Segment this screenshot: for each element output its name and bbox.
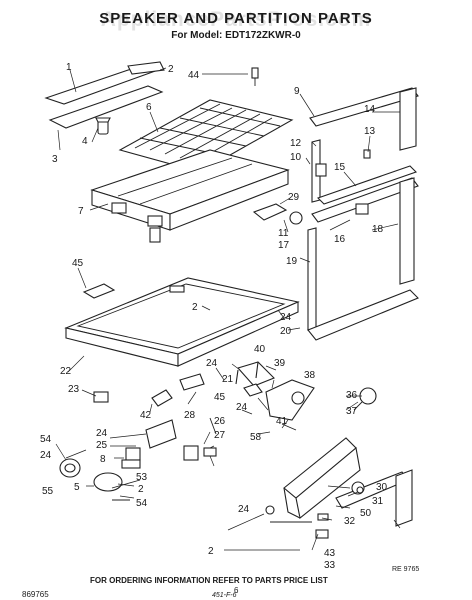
callout-8: 8 <box>100 454 106 465</box>
callout-37: 38 <box>304 370 316 381</box>
part-bottom-bracket <box>265 437 413 539</box>
page-number: 6 <box>234 586 239 595</box>
part-rail-top <box>44 61 165 129</box>
ordering-note: FOR ORDERING INFORMATION REFER TO PARTS … <box>90 576 328 585</box>
callout-27: 27 <box>214 430 226 441</box>
callout-14: 14 <box>364 104 376 115</box>
callout-25: 25 <box>96 440 108 451</box>
callout-28: 28 <box>184 410 196 421</box>
callout-9: 9 <box>294 86 300 97</box>
callout-36: 37 <box>346 406 358 417</box>
part-damper-knob <box>95 117 111 135</box>
leader-lines <box>55 67 401 551</box>
callout-54: 54 <box>136 498 148 509</box>
callout-35: 36 <box>346 390 358 401</box>
callout-6: 6 <box>146 102 152 113</box>
callout-24b: 24 <box>206 358 218 369</box>
part-bracket-29 <box>252 203 303 225</box>
part-screw-42 <box>251 67 259 86</box>
callout-39: 40 <box>254 344 266 355</box>
callout-15: 15 <box>334 162 346 173</box>
callout-45: 45 <box>72 258 84 269</box>
part-grille-45 <box>82 283 116 299</box>
part-control-assembly <box>179 361 297 461</box>
callout-44: 43 <box>324 548 336 559</box>
callout-7: 7 <box>78 206 84 217</box>
callout-19: 19 <box>286 256 298 267</box>
diagram-title: SPEAKER AND PARTITION PARTS <box>99 10 373 27</box>
model-number: For Model: EDT172ZKWR-0 <box>171 30 301 41</box>
callout-16: 16 <box>334 234 346 245</box>
part-floor-tray <box>64 277 300 367</box>
callout-10: 10 <box>290 152 302 163</box>
callout-24c: 24 <box>236 402 248 413</box>
callout-1: 1 <box>66 62 72 73</box>
part-bulb <box>353 387 377 411</box>
callout-24d: 24 <box>96 428 108 439</box>
callout-22: 22 <box>60 366 72 377</box>
callout-24f: 24 <box>238 504 250 515</box>
callout-55: 55 <box>42 486 54 497</box>
callout-21: 21 <box>222 374 234 385</box>
callout-17: 17 <box>278 240 290 251</box>
part-light-assembly <box>59 389 177 501</box>
callout-13: 13 <box>364 126 376 137</box>
callout-4: 4 <box>82 136 88 147</box>
callout-42: 44 <box>188 70 200 81</box>
callout-2: 2 <box>168 64 174 75</box>
callout-33: 33 <box>324 560 336 571</box>
callout-38: 39 <box>274 358 286 369</box>
callout-40: 41 <box>276 416 288 427</box>
callout-29: 29 <box>288 192 300 203</box>
callout-18: 18 <box>372 224 384 235</box>
callout-24e: 24 <box>40 450 52 461</box>
part-shelf-grid <box>118 99 294 173</box>
part-side-frame <box>307 87 419 341</box>
callout-2b: 2 <box>192 302 198 313</box>
handwritten-note: 451-F-6 <box>212 592 237 599</box>
callout-26: 26 <box>214 416 226 427</box>
callout-32: 32 <box>344 516 356 527</box>
callout-31: 31 <box>372 496 384 507</box>
part-partition <box>90 149 290 243</box>
callout-20: 20 <box>280 326 292 337</box>
callout-43: 45 <box>214 392 226 403</box>
callout-52: 54 <box>40 434 52 445</box>
callout-2c: 2 <box>138 484 144 495</box>
callout-41: 42 <box>140 410 152 421</box>
callout-58: 58 <box>250 432 262 443</box>
callout-5: 5 <box>74 482 80 493</box>
figure-code: RE 9765 <box>392 566 420 573</box>
catalog-code: 869765 <box>22 590 49 599</box>
callout-12: 12 <box>290 138 302 149</box>
callout-numbers: 1 2 3 4 6 7 44 9 14 13 12 10 15 29 11 17… <box>40 62 388 571</box>
callout-2d: 2 <box>208 546 214 557</box>
callout-50: 50 <box>360 508 372 519</box>
callout-53: 53 <box>136 472 148 483</box>
callout-3: 3 <box>52 154 58 165</box>
callout-23: 23 <box>68 384 80 395</box>
callout-30: 30 <box>376 482 388 493</box>
part-housing-37 <box>265 379 315 421</box>
callout-24: 24 <box>280 312 292 323</box>
callout-11: 11 <box>278 228 289 239</box>
